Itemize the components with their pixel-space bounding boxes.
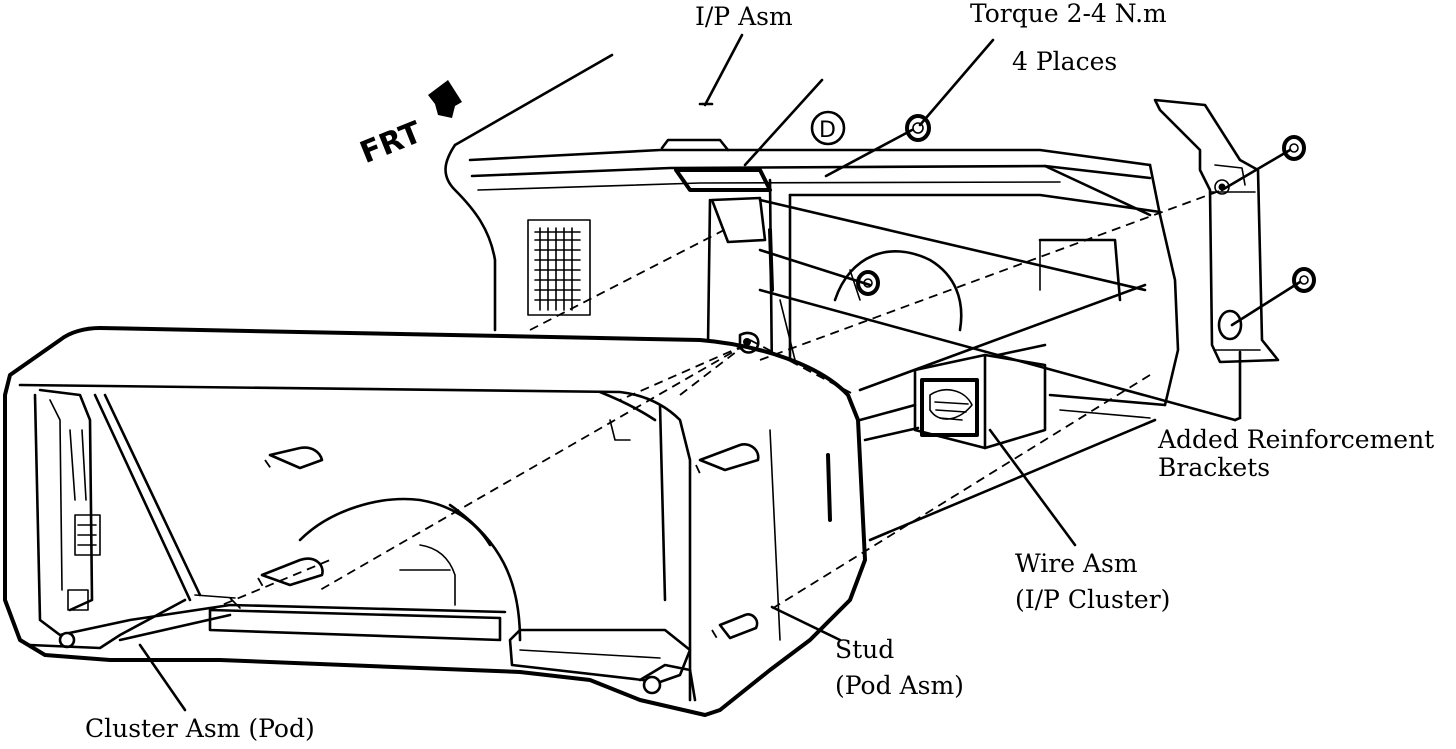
brackets-label: Brackets bbox=[1158, 453, 1270, 482]
ip-cluster-label: (I/P Cluster) bbox=[1015, 585, 1170, 614]
leader-lines bbox=[138, 33, 1242, 712]
circled-d-label: D bbox=[819, 118, 836, 143]
stud-receivers bbox=[257, 331, 760, 641]
alignment-lines bbox=[209, 148, 1302, 611]
added-reinforcement-label: Added Reinforcement bbox=[1157, 425, 1434, 454]
ip-panel bbox=[444, 53, 1180, 542]
frt-label: FRT bbox=[355, 115, 427, 171]
labels: I/P Asm Torque 2-4 N.m 4 Places Added Re… bbox=[85, 0, 1434, 743]
wire-connector bbox=[858, 343, 1047, 450]
pod-asm-label: (Pod Asm) bbox=[835, 671, 964, 700]
ip-asm-label: I/P Asm bbox=[695, 2, 793, 31]
torque-label: Torque 2-4 N.m bbox=[970, 0, 1167, 28]
places-label: 4 Places bbox=[1012, 47, 1117, 76]
cluster-pod bbox=[3, 326, 867, 717]
wire-asm-label: Wire Asm bbox=[1015, 549, 1138, 578]
cluster-asm-label: Cluster Asm (Pod) bbox=[85, 714, 315, 743]
reinforcement-bracket bbox=[1153, 98, 1280, 364]
arrow-icon bbox=[428, 80, 462, 118]
stud-label: Stud bbox=[835, 635, 894, 664]
circled-d-marker: D bbox=[810, 110, 846, 146]
